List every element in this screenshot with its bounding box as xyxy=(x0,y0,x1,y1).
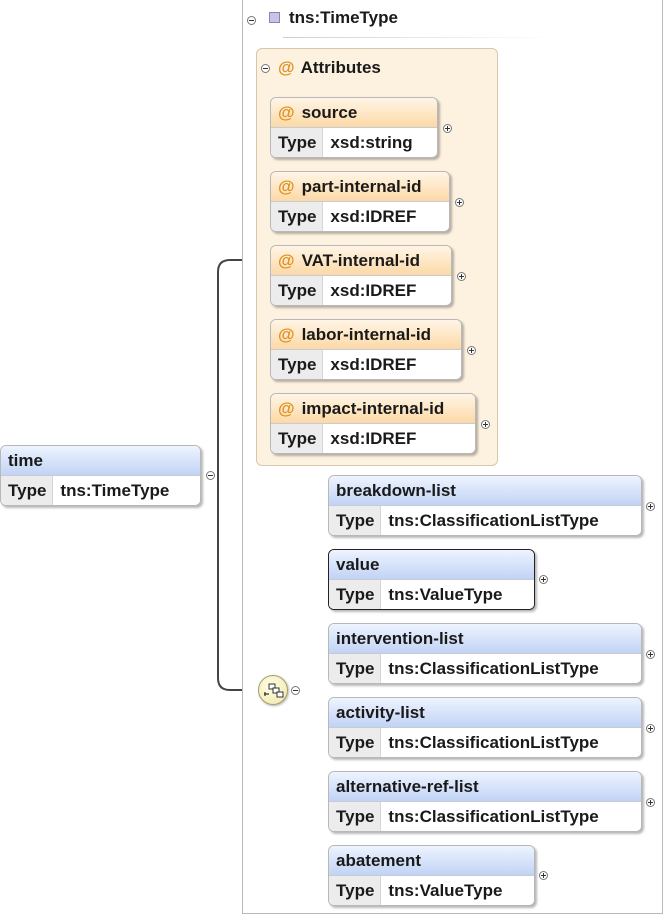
element-time[interactable]: time Type tns:TimeType xyxy=(0,445,201,506)
type-label: Type xyxy=(271,276,324,305)
type-value: tns:ValueType xyxy=(388,585,503,604)
attribute-source[interactable]: @ source Type xsd:string xyxy=(270,97,438,158)
at-sign-icon: @ xyxy=(278,103,295,122)
expand-abatement-icon[interactable] xyxy=(539,871,548,880)
attribute-name: VAT-internal-id xyxy=(301,251,420,270)
expand-impact-internal-id-icon[interactable] xyxy=(481,420,490,429)
attribute-labor-internal-id[interactable]: @ labor-internal-id Type xsd:IDREF xyxy=(270,319,462,380)
element-name: alternative-ref-list xyxy=(329,772,641,802)
complex-type-name: tns:TimeType xyxy=(289,8,398,27)
type-label: Type xyxy=(329,654,382,683)
purple-square-icon xyxy=(269,12,280,23)
element-value[interactable]: value Type tns:ValueType xyxy=(328,549,535,610)
type-label: Type xyxy=(271,350,324,379)
at-sign-icon: @ xyxy=(278,177,295,196)
at-sign-icon: @ xyxy=(278,399,295,418)
element-name: intervention-list xyxy=(329,624,641,654)
element-name: breakdown-list xyxy=(329,476,641,506)
attribute-name: labor-internal-id xyxy=(301,325,431,344)
type-value: tns:TimeType xyxy=(60,481,170,500)
type-value: tns:ClassificationListType xyxy=(388,659,599,678)
type-value: xsd:IDREF xyxy=(330,207,417,226)
expand-source-icon[interactable] xyxy=(443,124,452,133)
sequence-connector xyxy=(217,476,258,691)
attr-connector xyxy=(217,259,270,476)
type-label: Type xyxy=(329,876,382,905)
expand-intervention-list-icon[interactable] xyxy=(646,650,655,659)
element-intervention-list[interactable]: intervention-list Type tns:Classification… xyxy=(328,623,642,684)
type-value: xsd:string xyxy=(330,133,413,152)
collapse-time-icon[interactable] xyxy=(206,471,215,480)
collapse-sequence-icon[interactable] xyxy=(291,686,300,695)
expand-alternative-ref-list-icon[interactable] xyxy=(646,798,655,807)
attributes-group-title: @ Attributes xyxy=(278,58,381,78)
type-value: xsd:IDREF xyxy=(330,281,417,300)
attribute-part-internal-id[interactable]: @ part-internal-id Type xsd:IDREF xyxy=(270,171,450,232)
collapse-type-icon[interactable] xyxy=(247,16,256,25)
type-label: Type xyxy=(271,424,324,453)
header-divider xyxy=(283,37,555,38)
type-label: Type xyxy=(271,128,324,157)
attribute-name: part-internal-id xyxy=(301,177,422,196)
expand-part-internal-id-icon[interactable] xyxy=(455,198,464,207)
type-label: Type xyxy=(329,802,382,831)
expand-activity-list-icon[interactable] xyxy=(646,724,655,733)
type-value: tns:ValueType xyxy=(388,881,503,900)
type-value: xsd:IDREF xyxy=(330,355,417,374)
type-value: xsd:IDREF xyxy=(330,429,417,448)
type-label: Type xyxy=(329,506,382,535)
type-value: tns:ClassificationListType xyxy=(388,733,599,752)
attribute-name: impact-internal-id xyxy=(301,399,445,418)
at-sign-icon: @ xyxy=(278,58,295,77)
element-abatement[interactable]: abatement Type tns:ValueType xyxy=(328,845,535,906)
expand-value-icon[interactable] xyxy=(539,575,548,584)
attribute-impact-internal-id[interactable]: @ impact-internal-id Type xsd:IDREF xyxy=(270,393,476,454)
at-sign-icon: @ xyxy=(278,251,295,270)
expand-breakdown-list-icon[interactable] xyxy=(646,502,655,511)
attributes-label: Attributes xyxy=(300,58,381,77)
sequence-compositor-icon[interactable] xyxy=(258,675,288,705)
element-alternative-ref-list[interactable]: alternative-ref-list Type tns:Classificat… xyxy=(328,771,642,832)
element-breakdown-list[interactable]: breakdown-list Type tns:ClassificationLis… xyxy=(328,475,642,536)
expand-vat-internal-id-icon[interactable] xyxy=(457,272,466,281)
element-name: activity-list xyxy=(329,698,641,728)
type-value: tns:ClassificationListType xyxy=(388,807,599,826)
element-activity-list[interactable]: activity-list Type tns:ClassificationList… xyxy=(328,697,642,758)
attribute-name: source xyxy=(301,103,358,122)
type-label: Type xyxy=(329,580,382,609)
attribute-vat-internal-id[interactable]: @ VAT-internal-id Type xsd:IDREF xyxy=(270,245,452,306)
collapse-attributes-icon[interactable] xyxy=(261,64,270,73)
type-label: Type xyxy=(271,202,324,231)
type-label: Type xyxy=(329,728,382,757)
at-sign-icon: @ xyxy=(278,325,295,344)
sequence-glyph xyxy=(264,683,284,698)
type-label: Type xyxy=(1,476,54,505)
element-name: time xyxy=(1,446,200,476)
element-name: value xyxy=(329,550,534,580)
element-name: abatement xyxy=(329,846,534,876)
type-value: tns:ClassificationListType xyxy=(388,511,599,530)
expand-labor-internal-id-icon[interactable] xyxy=(467,346,476,355)
